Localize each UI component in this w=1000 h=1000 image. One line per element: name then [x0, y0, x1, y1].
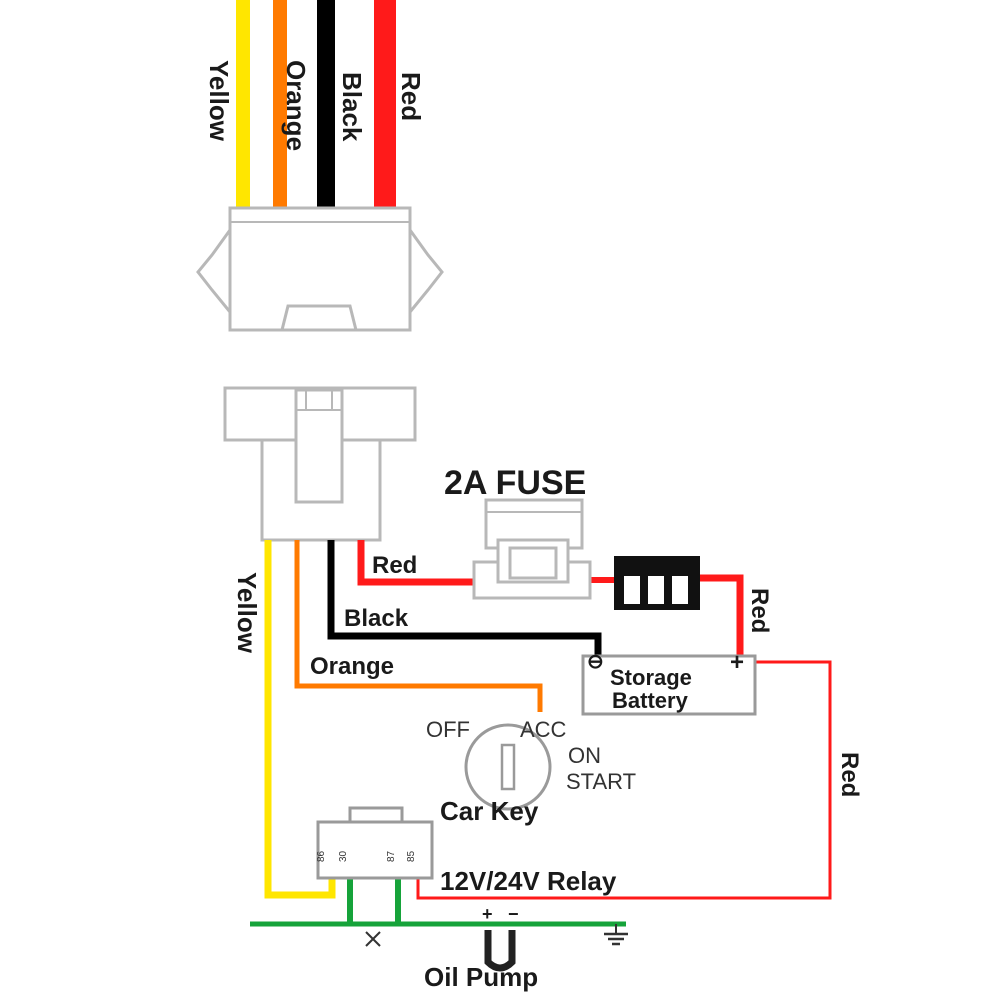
red-relay-wire	[416, 660, 832, 900]
red-battery-wire	[700, 574, 744, 656]
relay: 86 30 87 85 12V/24V Relay	[316, 806, 617, 896]
black-wire	[327, 540, 602, 656]
top-label-red: Red	[396, 72, 426, 121]
bottom-connector	[223, 386, 417, 542]
car-key-switch: OFF ACC ON START Car Key	[426, 717, 636, 826]
top-label-black: Black	[337, 72, 367, 142]
relay-pin-86: 86	[316, 850, 327, 862]
relay-pin-87: 87	[386, 850, 397, 862]
top-label-yellow: Yellow	[204, 60, 234, 142]
battery-plus-icon: +	[730, 649, 744, 676]
key-pos-acc: ACC	[520, 717, 567, 742]
battery-label-line1: Storage	[610, 665, 692, 690]
key-slot	[500, 743, 516, 791]
fuse	[472, 498, 592, 600]
label-black: Black	[344, 605, 409, 632]
key-pos-off: OFF	[426, 717, 470, 742]
label-red-relay: Red	[836, 752, 863, 797]
relay-pin-85: 85	[406, 850, 417, 862]
storage-battery: ⊖ + Storage Battery	[581, 649, 757, 716]
battery-label-line2: Battery	[612, 688, 689, 713]
orange-wire	[294, 540, 543, 712]
oil-pump-label: Oil Pump	[424, 962, 538, 992]
label-orange: Orange	[310, 653, 394, 680]
top-label-orange: Orange	[281, 60, 311, 151]
label-red-fuse: Red	[372, 552, 417, 579]
battery-minus-icon: ⊖	[587, 651, 604, 673]
top-connector	[196, 206, 444, 332]
fuse-holder	[614, 556, 700, 610]
key-pos-on: ON	[568, 743, 601, 768]
car-key-label: Car Key	[440, 796, 539, 826]
label-red-battery: Red	[746, 588, 773, 633]
red-fuse-wire	[357, 540, 476, 586]
oil-pump-plus-icon: +	[482, 904, 493, 924]
oil-pump: + − Oil Pump	[424, 904, 538, 992]
top-wire-bundle	[236, 0, 396, 210]
cut-mark-icon	[365, 931, 381, 947]
key-pos-start: START	[566, 769, 636, 794]
relay-pin-30: 30	[338, 850, 349, 862]
label-yellow: Yellow	[232, 572, 262, 654]
oil-pump-minus-icon: −	[508, 904, 519, 924]
ground-icon	[604, 924, 628, 946]
fuse-label: 2A FUSE	[444, 464, 586, 502]
yellow-wire	[264, 540, 336, 899]
relay-label: 12V/24V Relay	[440, 866, 617, 896]
